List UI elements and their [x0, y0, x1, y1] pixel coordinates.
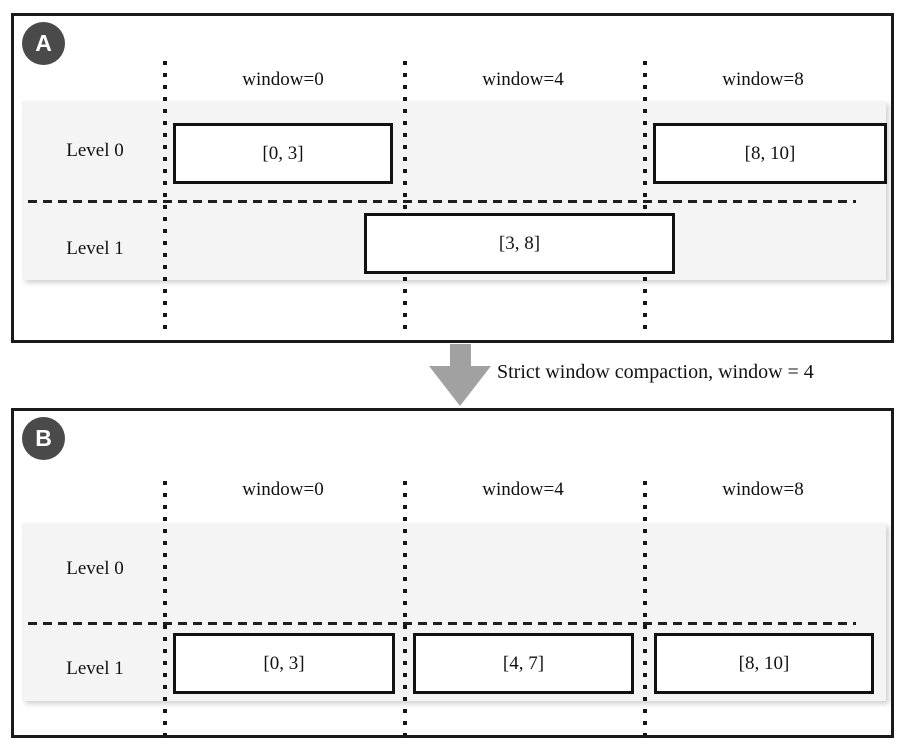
panel-b-column-header: window=8 [722, 479, 804, 500]
panel-b-window-divider-4 [403, 481, 407, 738]
panel-b-window-divider-8 [643, 481, 647, 738]
panel-b-row-label-level-0: Level 0 [66, 558, 124, 579]
panel-a-column-header: window=4 [482, 69, 564, 90]
panel-a-column-header: window=8 [722, 69, 804, 90]
panel-b-level-separator-dashed-line [28, 622, 856, 625]
panel-a: A window=0 window=4 window=8 Level 0 Lev… [11, 13, 894, 343]
interval-box: [4, 7] [413, 633, 634, 694]
transition-label: Strict window compaction, window = 4 [497, 361, 814, 383]
panel-a-badge: A [22, 22, 65, 65]
panel-b: B window=0 window=4 window=8 Level 0 Lev… [11, 408, 894, 738]
panel-a-row-label-level-0: Level 0 [66, 140, 124, 161]
panel-a-row-label-level-1: Level 1 [66, 238, 124, 259]
panel-a-level-separator-dashed-line [28, 200, 856, 203]
panel-a-column-header: window=0 [242, 69, 324, 90]
interval-box: [8, 10] [653, 123, 887, 184]
interval-box: [0, 3] [173, 123, 393, 184]
panel-a-window-divider-4 [403, 61, 407, 329]
down-arrow-icon [429, 366, 491, 406]
interval-box: [8, 10] [654, 633, 874, 694]
panel-b-column-header: window=4 [482, 479, 564, 500]
panel-b-badge: B [22, 417, 65, 460]
panel-a-window-divider-8 [643, 61, 647, 329]
interval-box: [3, 8] [364, 213, 675, 274]
panel-a-window-divider-0 [163, 61, 167, 329]
panel-b-window-divider-0 [163, 481, 167, 738]
panel-b-row-label-level-1: Level 1 [66, 658, 124, 679]
down-arrow-icon [450, 344, 471, 367]
interval-box: [0, 3] [173, 633, 395, 694]
panel-b-column-header: window=0 [242, 479, 324, 500]
